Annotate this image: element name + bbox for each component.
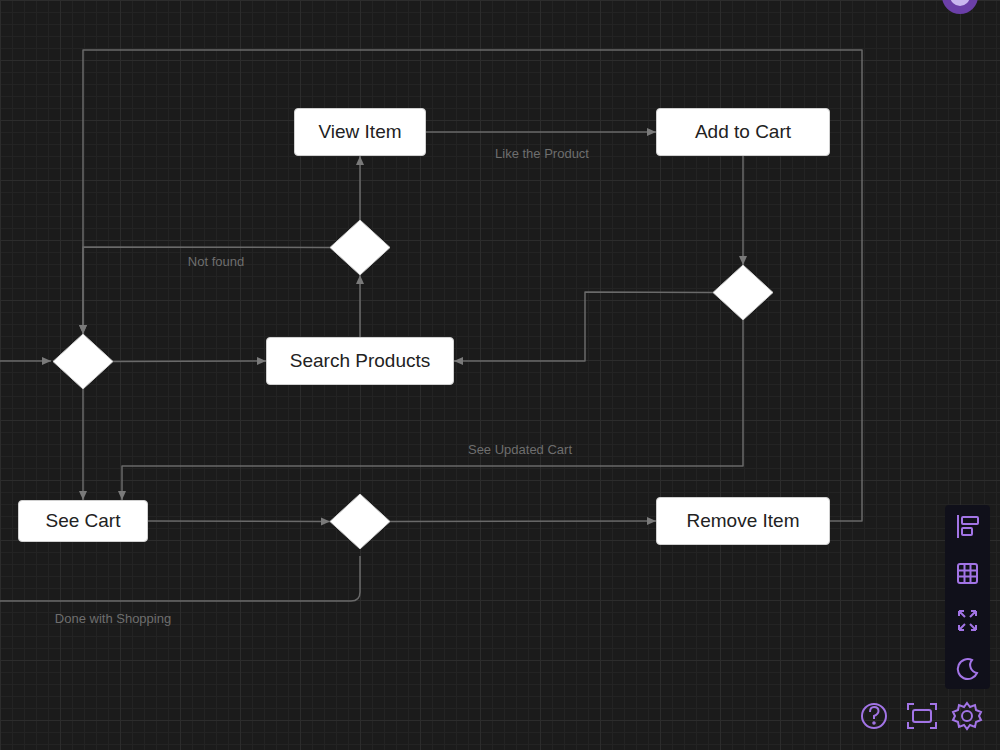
decision-diamond xyxy=(713,265,773,320)
frame-icon xyxy=(913,710,931,722)
diamond-outline xyxy=(330,494,390,549)
settings-icon xyxy=(953,703,981,729)
help-icon xyxy=(870,707,879,719)
node-text: Search Products xyxy=(290,350,430,372)
diamond-shape xyxy=(330,220,390,275)
incoming-wire xyxy=(0,360,51,362)
decision-diamond xyxy=(330,494,390,549)
node-text: See Cart xyxy=(46,510,121,532)
flow-connector xyxy=(82,389,84,500)
decision-diamond xyxy=(330,220,390,275)
process-box: Remove Item xyxy=(656,497,830,545)
align-icon xyxy=(962,517,978,524)
edge-label: Like the Product xyxy=(495,146,589,161)
exit-wire xyxy=(0,556,360,601)
flow-connector xyxy=(359,156,361,220)
theme-icon xyxy=(958,659,977,679)
flow-connector xyxy=(426,131,656,133)
flow-connector xyxy=(390,520,656,522)
flow-label: Done with Shopping xyxy=(55,611,171,626)
edge-label: See Updated Cart xyxy=(468,442,572,457)
help-icon xyxy=(862,704,886,728)
diamond-outline xyxy=(53,334,113,389)
flow-connector xyxy=(359,275,361,337)
toolbar-panel xyxy=(945,505,990,689)
flow-connector xyxy=(83,50,862,521)
user-avatar xyxy=(950,0,970,6)
flow-connector xyxy=(122,320,743,500)
user-avatar xyxy=(942,0,978,14)
diamond-shape xyxy=(713,265,773,320)
node-text: Add to Cart xyxy=(695,121,791,143)
node-text: Remove Item xyxy=(687,510,800,532)
align-icon xyxy=(962,528,972,535)
flow-connector xyxy=(454,292,713,361)
flow-connector xyxy=(113,360,266,362)
fit-icon xyxy=(959,611,976,630)
align-icon xyxy=(957,515,959,538)
process-box: View Item xyxy=(294,108,426,156)
toolbar-icons xyxy=(862,515,981,729)
decision-diamond xyxy=(53,334,113,389)
frame-icon xyxy=(908,704,936,728)
edge-label: Not found xyxy=(188,254,244,269)
process-box: See Cart xyxy=(18,500,148,542)
process-box: Search Products xyxy=(266,337,454,385)
settings-icon xyxy=(962,711,972,721)
flow-connector xyxy=(148,520,330,522)
node-text: View Item xyxy=(318,121,401,143)
flow-connector xyxy=(83,247,330,334)
grid-icon xyxy=(958,564,977,583)
diamond-shape xyxy=(330,494,390,549)
diamond-shape xyxy=(53,334,113,389)
grid-icon xyxy=(958,564,977,583)
diamond-outline xyxy=(330,220,390,275)
process-box: Add to Cart xyxy=(656,108,830,156)
diamond-outline xyxy=(713,265,773,320)
flow-connector xyxy=(742,156,744,265)
help-icon xyxy=(873,722,875,724)
